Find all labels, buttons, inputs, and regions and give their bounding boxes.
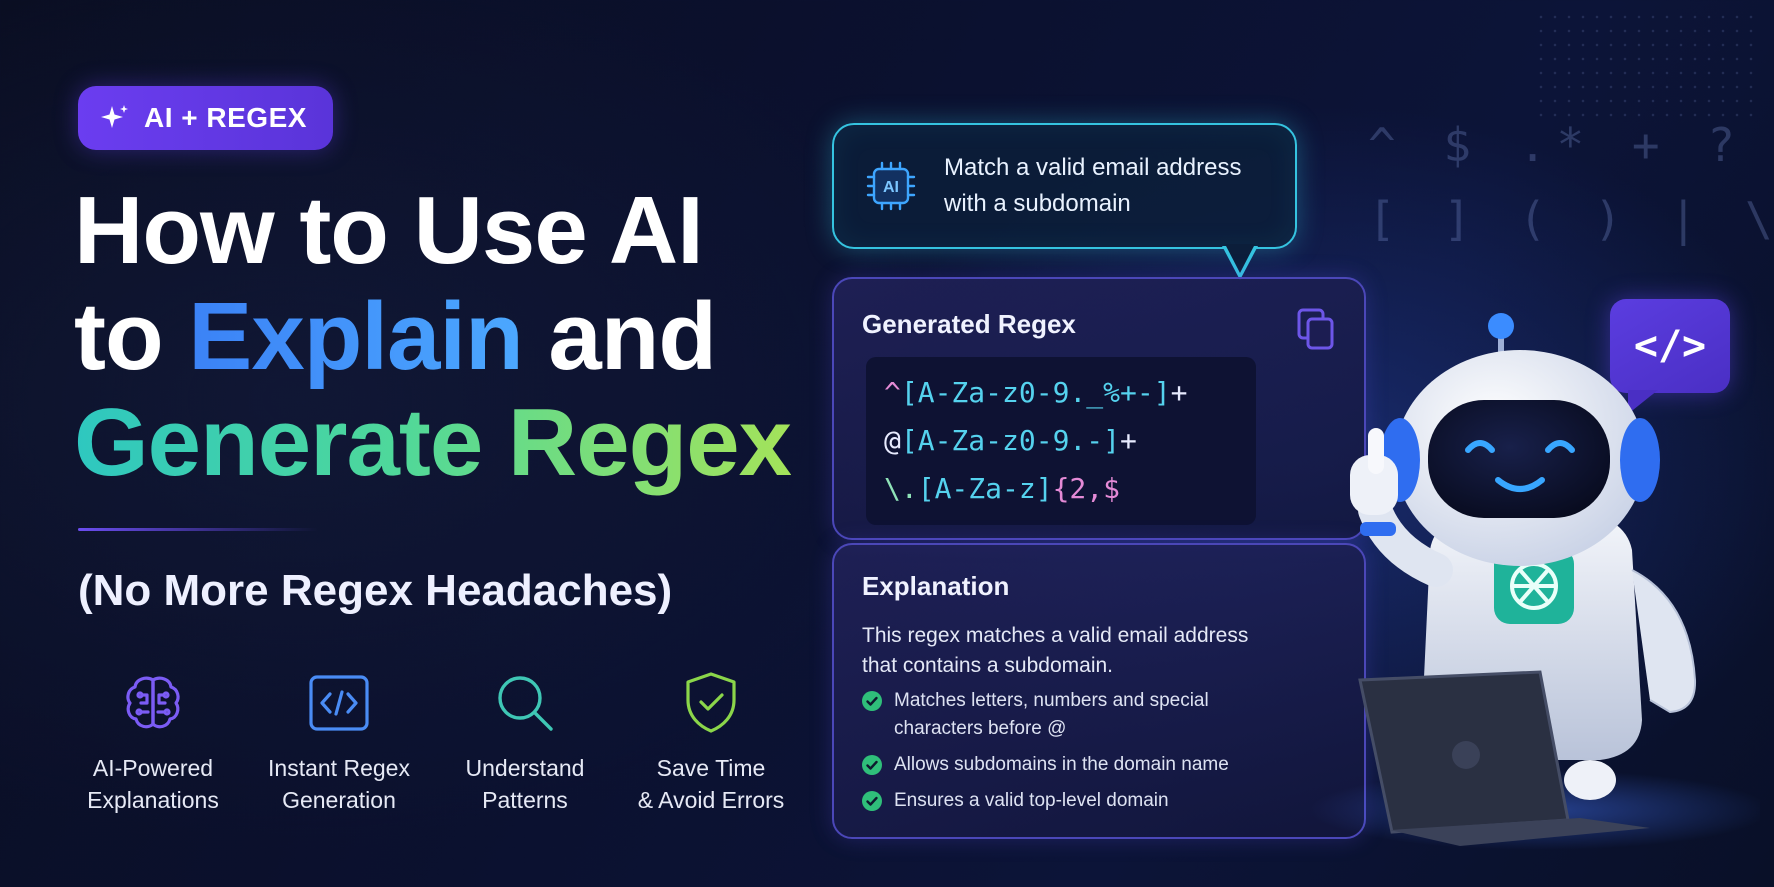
prompt-bubble: AI Match a valid email address with a su… [832,123,1297,249]
regex-symbols-decoration: ^ $ .* + ? [ ] ( ) | \ [1368,108,1774,256]
dot-grid-decoration [1534,10,1754,120]
title-line-1: How to Use AI [74,177,704,284]
regex-line-1: ^[A-Za-z0-9._%+-]+ [884,369,1238,417]
bullet-text: Allows subdomains in the domain name [894,754,1229,775]
regex-token: [A-Za-z] [917,472,1053,505]
list-item: Ensures a valid top-level domain [862,787,1262,815]
title-line-2: to Explain and [74,284,791,390]
check-circle-icon [862,691,882,711]
shield-check-icon [686,672,736,733]
regex-token: [A-Za-z0-9.-] [900,424,1121,457]
robot-illustration [1310,313,1760,850]
bullet-text: Ensures a valid top-level domain [894,790,1169,811]
regex-token: {2,$ [1052,472,1121,505]
regex-code-block: ^[A-Za-z0-9._%+-]+ @[A-Za-z0-9.-]+ \.[A-… [866,357,1256,525]
feature-label: AI-Powered Explanations [87,755,219,813]
title-line-3: Generate Regex [74,389,792,496]
generated-regex-title: Generated Regex [862,309,1076,339]
page-title: How to Use AI to Explain and Generate Re… [74,177,792,496]
regex-line-2: @[A-Za-z0-9.-]+ [884,417,1238,465]
explanation-title: Explanation [862,571,1010,601]
robot-right-arm [1631,569,1697,714]
code-badge: </> [1610,299,1730,393]
regex-token: @ [884,424,901,457]
laptop [1358,670,1650,846]
feature-ai-explanations: AI-Powered Explanations [60,668,246,816]
regex-line-3: \.[A-Za-z]{2,$ [884,465,1238,513]
feature-understand-patterns: Understand Patterns [432,668,618,816]
regex-token: [A-Za-z0-9._%+-] [900,376,1171,409]
bullet-text: Matches letters, numbers and special cha… [894,690,1209,739]
code-badge-label: </> [1633,323,1707,369]
sparkle-icon [101,105,128,128]
explanation-bullets: Matches letters, numbers and special cha… [862,687,1262,823]
list-item: Matches letters, numbers and special cha… [862,687,1262,743]
feature-label: Understand Patterns [465,755,585,813]
robot-left-arm [1350,428,1453,587]
chest-logo-icon [1494,548,1574,624]
topic-badge: AI + REGEX [78,86,333,150]
regex-token: + [1170,376,1188,409]
prompt-bubble-tail [1222,244,1258,280]
regex-token: \. [884,472,918,505]
prompt-text: Match a valid email address with a subdo… [944,154,1242,217]
robot-right-hand [1564,760,1616,800]
explanation-body: This regex matches a valid email address… [862,624,1249,677]
title-divider [78,528,318,531]
explanation-card: Explanation This regex matches a valid e… [832,543,1366,839]
symbols-row-1: ^ $ .* + ? [1368,118,1745,172]
symbols-row-2: [ ] ( ) | \ [1368,192,1774,246]
title-highlight-explain: Explain [188,283,523,390]
list-item: Allows subdomains in the domain name [862,751,1262,779]
check-circle-icon [862,755,882,775]
title-line-2-suffix: and [522,283,717,390]
feature-instant-generation: Instant Regex Generation [246,668,432,816]
generated-regex-card: Generated Regex ^[A-Za-z0-9._%+-]+ @[A-Z… [832,277,1366,540]
chip-label: AI [883,179,899,196]
feature-label: Instant Regex Generation [268,755,410,813]
badge-label: AI + REGEX [144,102,307,133]
subtitle: (No More Regex Headaches) [78,566,673,615]
feature-list: AI-Powered Explanations Instant Regex Ge… [60,668,804,816]
code-icon [309,675,369,731]
regex-token: ^ [884,376,901,409]
check-circle-icon [862,791,882,811]
brain-icon [126,676,180,729]
ai-chip-icon: AI [866,161,916,211]
copy-icon[interactable] [1296,307,1336,351]
code-badge-tail [1628,390,1658,414]
magnifier-icon [498,676,553,731]
regex-token: + [1120,424,1137,457]
feature-save-time: Save Time & Avoid Errors [618,668,804,816]
title-line-2-prefix: to [74,283,189,390]
feature-label: Save Time & Avoid Errors [637,755,785,813]
